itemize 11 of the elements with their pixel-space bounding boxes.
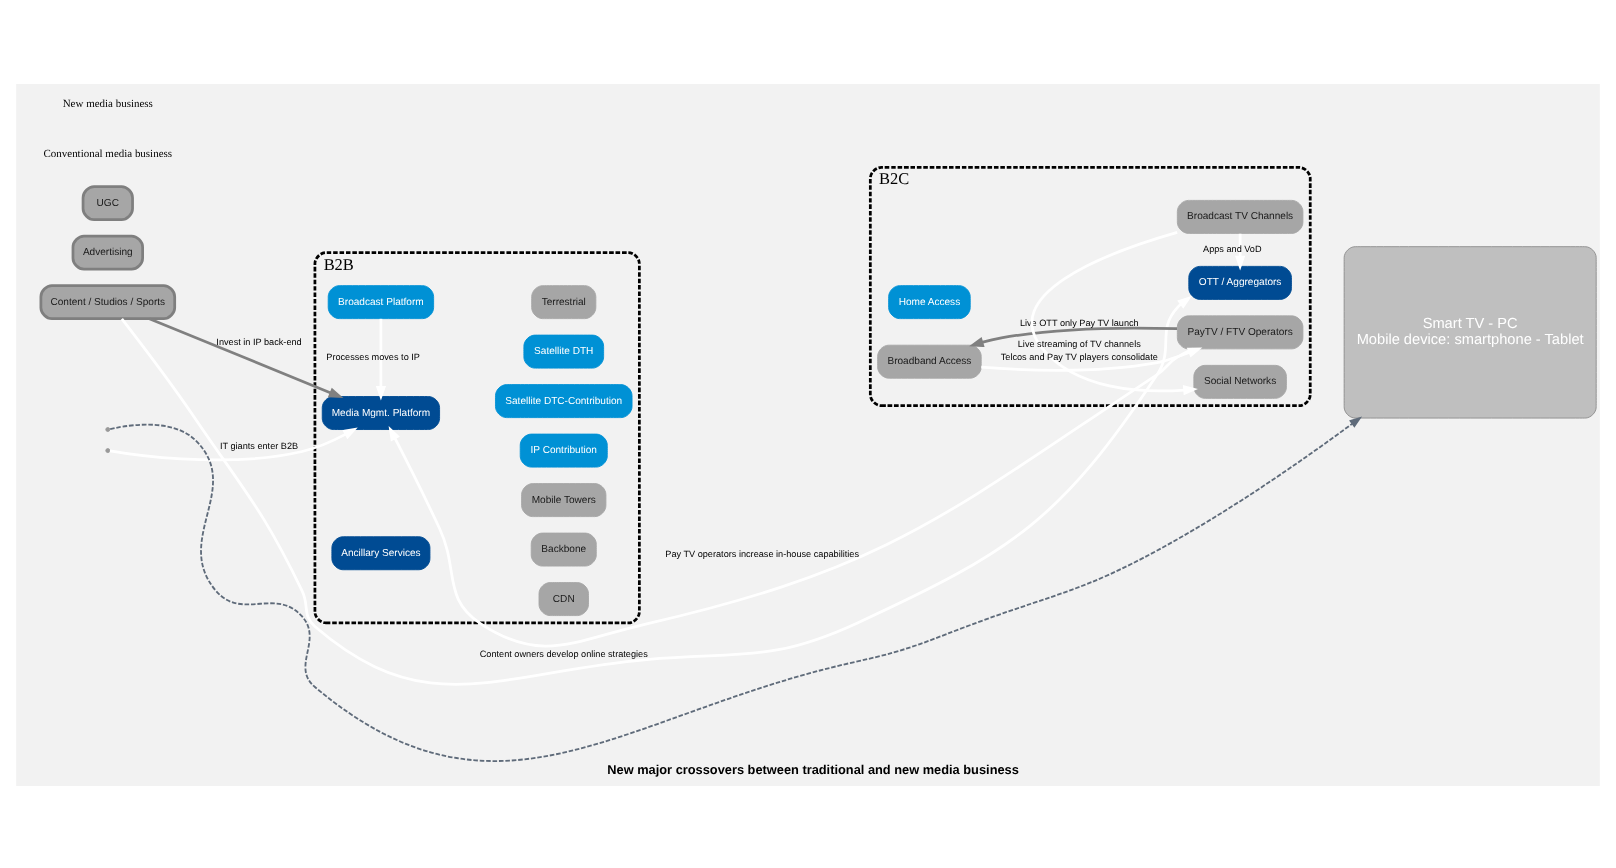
node-box: Smart TV - PC Mobile device: smartphone - Tablet	[1343, 245, 1597, 418]
arrow	[1235, 232, 1246, 270]
arrow	[375, 317, 387, 400]
arrow	[109, 415, 1363, 761]
arrow	[109, 426, 358, 461]
arrow	[388, 346, 1194, 647]
arrow	[148, 316, 344, 398]
arrow	[1030, 230, 1198, 395]
arrow	[969, 325, 1178, 346]
arrow	[981, 346, 1203, 371]
arrow	[120, 294, 1193, 685]
